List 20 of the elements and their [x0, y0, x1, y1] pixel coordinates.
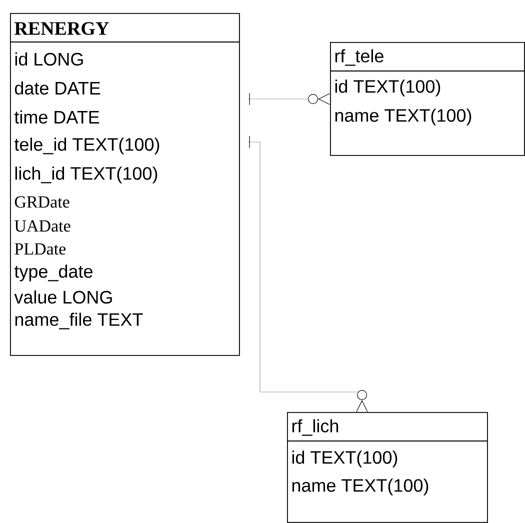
relationship-line	[248, 136, 368, 412]
field-text: lich_id TEXT(100)	[15, 166, 158, 184]
table-name: rf_lich	[292, 419, 338, 436]
field-text: value LONG	[14, 290, 112, 304]
field-text: id LONG	[15, 52, 83, 66]
field-text: date DATE	[14, 81, 100, 95]
field-text: UADate	[14, 220, 70, 232]
relationship-line	[248, 92, 330, 106]
table-name: rf_tele	[335, 49, 384, 66]
field-text: type_date	[14, 264, 92, 282]
field-text: id TEXT(100)	[335, 80, 440, 96]
field-text: id TEXT(100)	[292, 450, 398, 468]
field-text: PLDate	[14, 243, 66, 255]
field-text: name TEXT(100)	[335, 108, 472, 126]
field-text: GRDate	[14, 196, 70, 208]
field-text: tele_id TEXT(100)	[14, 138, 160, 154]
field-text: time DATE	[14, 110, 100, 124]
field-text: name TEXT(100)	[292, 478, 428, 496]
table-name: RENERGY	[14, 22, 109, 35]
field-text: name_file TEXT	[15, 312, 143, 330]
